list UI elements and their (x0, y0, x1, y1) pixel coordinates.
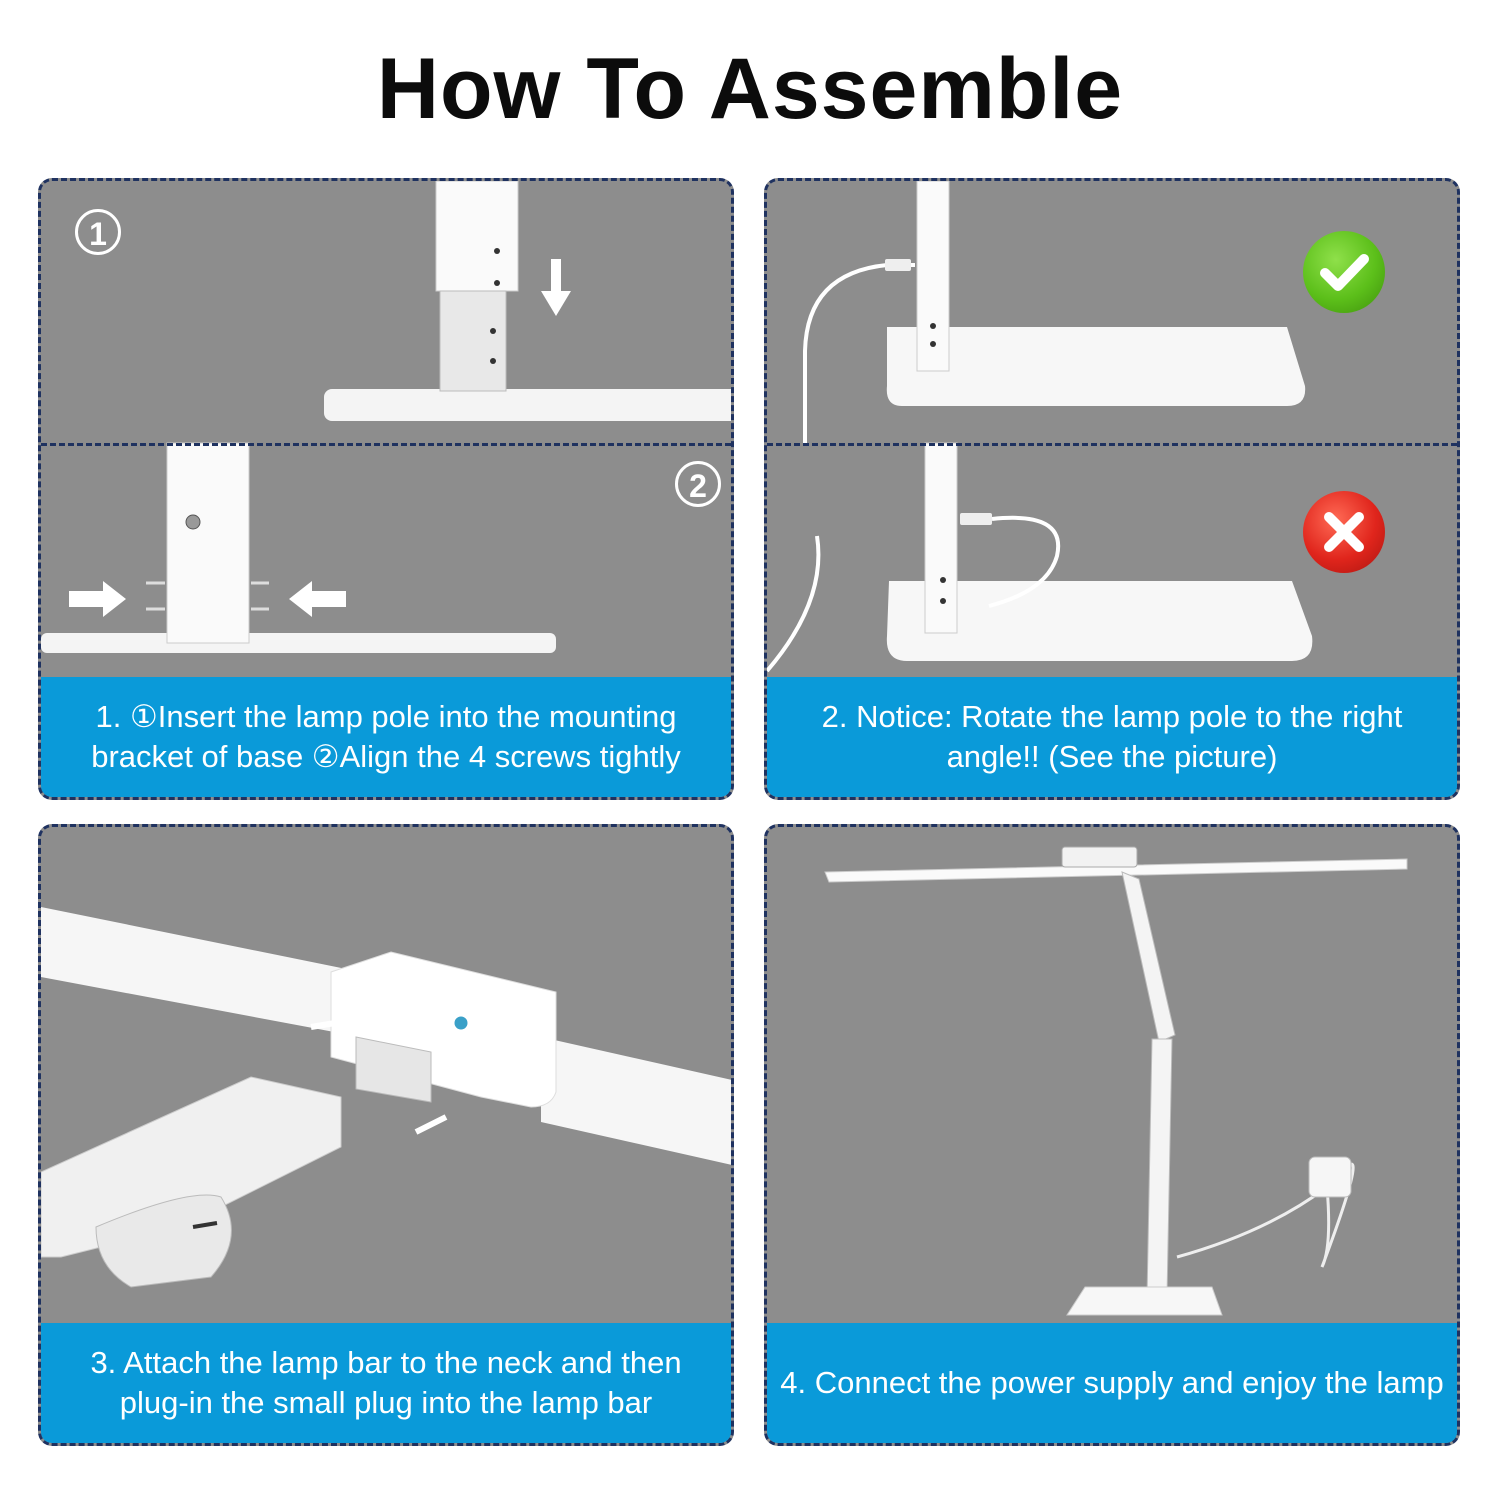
step-2-illustration (767, 181, 1313, 673)
step-2-caption: 2. Notice: Rotate the lamp pole to the r… (767, 677, 1457, 797)
step-2-panel: 2. Notice: Rotate the lamp pole to the r… (764, 178, 1460, 800)
step-4-panel: 4. Connect the power supply and enjoy th… (764, 824, 1460, 1446)
step-3-illustration (41, 907, 731, 1288)
step-1-illustration (41, 181, 731, 653)
step-3-panel: 3. Attach the lamp bar to the neck and t… (38, 824, 734, 1446)
step-1-caption: 1. ①Insert the lamp pole into the mounti… (41, 677, 731, 797)
step-1-panel: 1 2 1. ①Insert the lamp pole into the mo… (38, 178, 734, 800)
step-4-illustration (824, 846, 1408, 1316)
step-3-caption: 3. Attach the lamp bar to the neck and t… (41, 1323, 731, 1443)
step-marker-1: 1 (75, 209, 121, 255)
step-marker-2: 2 (675, 461, 721, 507)
step-2-divider (767, 443, 1457, 446)
step-1-divider (41, 443, 731, 446)
page-title: How To Assemble (376, 41, 1124, 137)
cross-icon (1303, 491, 1385, 573)
step-4-caption: 4. Connect the power supply and enjoy th… (767, 1323, 1457, 1443)
check-icon (1303, 231, 1385, 313)
